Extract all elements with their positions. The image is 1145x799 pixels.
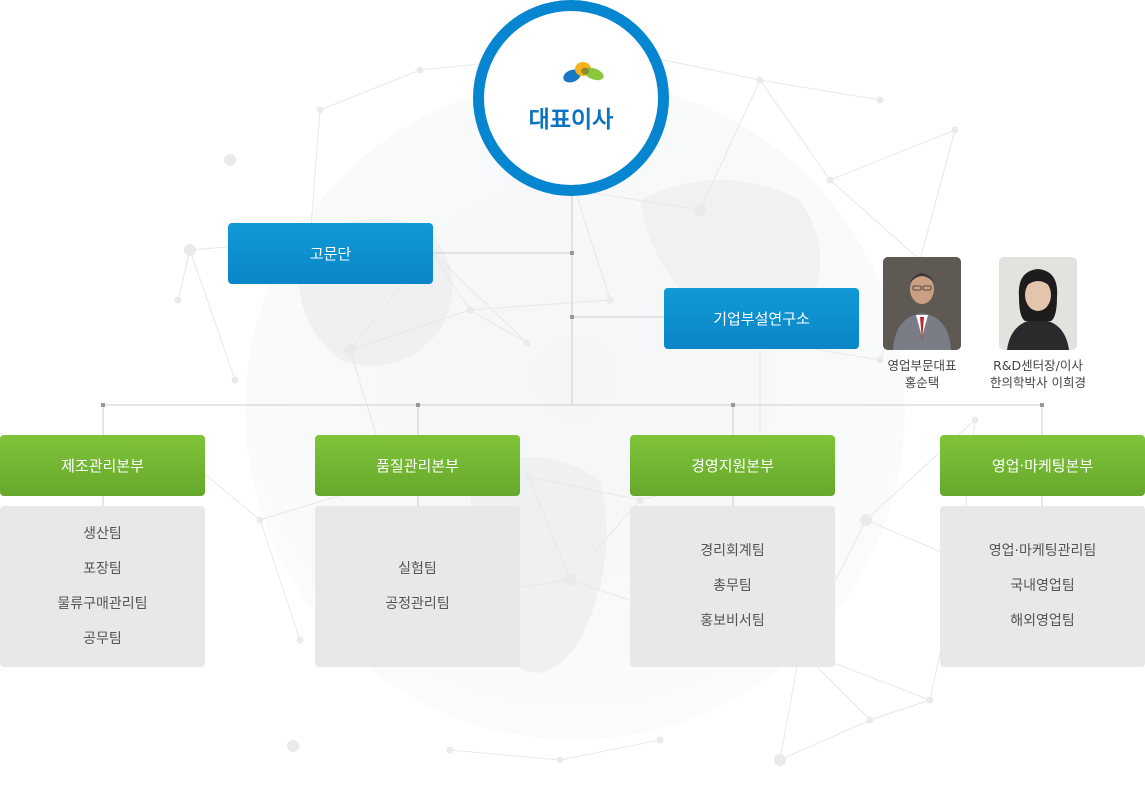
team-item: 물류구매관리팀 bbox=[57, 595, 148, 612]
team-item: 총무팀 bbox=[713, 578, 752, 594]
person-name: 한의학박사 이희경 bbox=[990, 375, 1086, 390]
team-item: 포장팀 bbox=[83, 560, 122, 577]
ceo-label: 대표이사 bbox=[528, 107, 614, 133]
team-item: 생산팀 bbox=[83, 525, 122, 542]
person-photo-rnd-head bbox=[999, 257, 1077, 350]
team-list-sales-marketing: 영업·마케팅관리팀 국내영업팀 해외영업팀 bbox=[940, 506, 1145, 667]
division-quality: 품질관리본부 bbox=[315, 435, 520, 496]
team-item: 영업·마케팅관리팀 bbox=[988, 543, 1097, 559]
team-item: 홍보비서팀 bbox=[700, 613, 765, 629]
team-item: 공정관리팀 bbox=[385, 595, 450, 612]
division-manufacturing: 제조관리본부 bbox=[0, 435, 205, 496]
research-lab-box: 기업부설연구소 bbox=[664, 288, 859, 349]
person-title: R&D센터장/이사 bbox=[993, 358, 1083, 373]
team-list-quality: 실험팀 공정관리팀 bbox=[315, 506, 520, 667]
team-item: 실험팀 bbox=[398, 560, 437, 577]
division-management: 경영지원본부 bbox=[630, 435, 835, 496]
team-item: 국내영업팀 bbox=[1010, 578, 1075, 594]
team-list-management: 경리회계팀 총무팀 홍보비서팀 bbox=[630, 506, 835, 667]
person-caption-sales-head: 영업부문대표 홍순택 bbox=[866, 357, 978, 391]
ceo-node: 대표이사 bbox=[473, 0, 669, 196]
person-title: 영업부문대표 bbox=[887, 358, 957, 373]
division-sales-marketing: 영업·마케팅본부 bbox=[940, 435, 1145, 496]
person-name: 홍순택 bbox=[904, 375, 940, 390]
advisory-board-box: 고문단 bbox=[228, 223, 433, 284]
person-caption-rnd-head: R&D센터장/이사 한의학박사 이희경 bbox=[970, 357, 1106, 391]
team-item: 해외영업팀 bbox=[1010, 613, 1075, 629]
company-logo-icon bbox=[563, 62, 604, 83]
woman-portrait-icon bbox=[999, 257, 1077, 350]
team-item: 공무팀 bbox=[83, 630, 122, 647]
team-list-manufacturing: 생산팀 포장팀 물류구매관리팀 공무팀 bbox=[0, 506, 205, 667]
person-photo-sales-head bbox=[883, 257, 961, 350]
team-item: 경리회계팀 bbox=[700, 543, 765, 559]
man-portrait-icon bbox=[883, 257, 961, 350]
